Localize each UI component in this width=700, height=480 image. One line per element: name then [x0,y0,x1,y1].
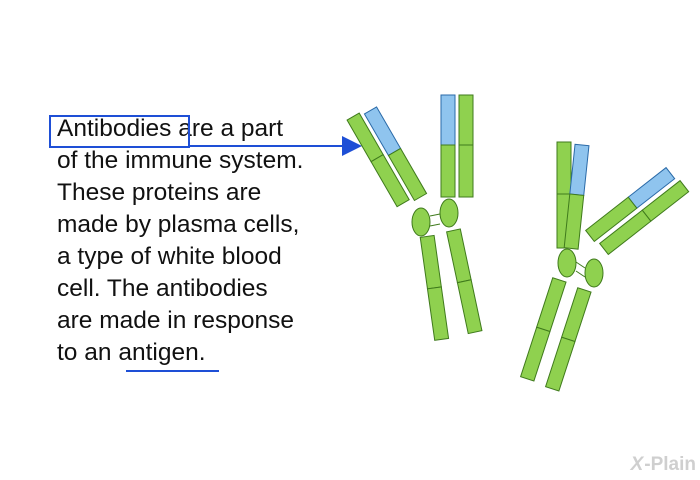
antibody-2-icon [519,141,690,392]
text-line-5: a type of white blood [57,243,282,270]
xplain-logo: X-Plain [630,454,696,475]
text-line-2: of the immune system. [57,147,304,174]
description-text: Antibodies are a part of the immune syst… [57,113,357,369]
antibody-1-icon [346,94,483,341]
text-line-6: cell. The antibodies [57,275,268,302]
text-line-3: These proteins are [57,179,262,206]
text-line-8: to an antigen. [57,339,206,366]
term-highlight-box [49,115,190,148]
underlined-term-antigen: antigen [118,339,199,366]
text-line-1: Antibodies are a part [57,115,284,142]
text-line-4: made by plasma cells, [57,211,300,238]
text-line-7: are made in response [57,307,294,334]
highlighted-term-antibodies: Antibodies [57,115,172,142]
